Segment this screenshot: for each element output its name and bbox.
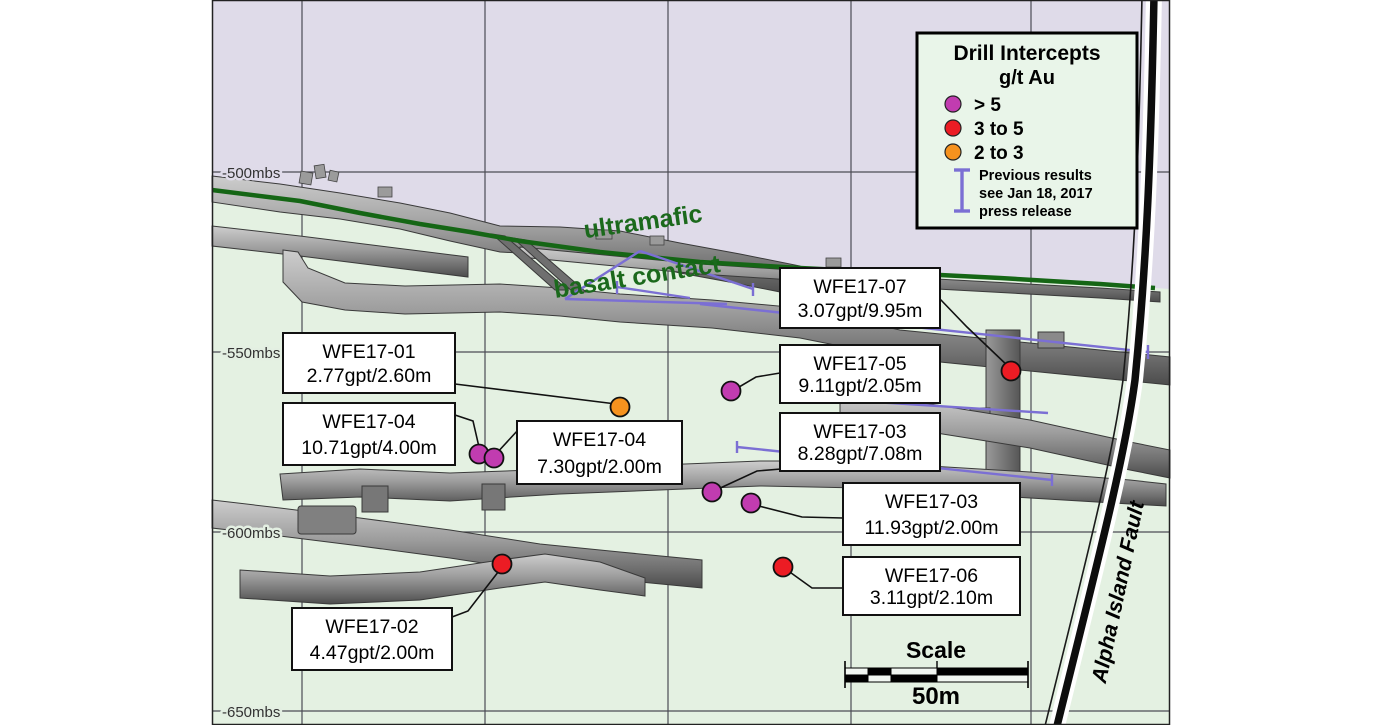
intercept-dot <box>772 556 794 578</box>
legend-dot-3to5-icon <box>944 119 962 137</box>
elevation-label: -550mbs <box>222 345 280 362</box>
previous-drill-trace <box>639 249 754 291</box>
elevation-label: -600mbs <box>222 525 280 542</box>
intercept-label-box <box>842 482 1021 546</box>
intercept-label-box <box>516 420 683 485</box>
legend-subtitle: g/t Au <box>999 67 1055 89</box>
intercept-grade: 3.11gpt/2.10m <box>870 587 993 609</box>
intercept-dot <box>1000 360 1022 382</box>
elevation-labels: -500mbs -550mbs -600mbs -650mbs <box>220 163 283 724</box>
intercept-label-box <box>779 412 941 472</box>
legend-item-2to3: 2 to 3 <box>974 143 1024 164</box>
alpha-island-fault <box>1044 0 1162 725</box>
intercept-grade: 4.47gpt/2.00m <box>310 642 435 664</box>
intercept-grade: 10.71gpt/4.00m <box>301 437 437 459</box>
previous-drill-trace <box>564 249 641 301</box>
intercept-label: WFE17-063.11gpt/2.10m <box>842 556 1021 616</box>
intercept-label: WFE17-04 10.71gpt/4.00m <box>282 402 456 466</box>
lower-drift-b <box>239 553 646 605</box>
intercept-hole-id: WFE17-01 <box>322 341 415 363</box>
intercept-label-box <box>282 402 456 466</box>
legend-dot-2to3-icon <box>944 143 962 161</box>
legend-item-gt5: > 5 <box>974 95 1001 116</box>
legend-dot-gt5-icon <box>944 95 962 113</box>
intercept-hole-id: WFE17-04 <box>322 411 415 433</box>
legend-previous-line1: Previous results <box>979 168 1092 184</box>
intercept-grade: 9.11gpt/2.05m <box>798 375 921 397</box>
loop-upper-drift <box>211 225 469 278</box>
fault-line <box>1053 0 1158 725</box>
intercept-label: WFE17-038.28gpt/7.08m <box>779 412 941 472</box>
intercept-dot <box>483 447 505 469</box>
legend-title: Drill Intercepts <box>953 42 1100 65</box>
intercept-label: WFE17-02 4.47gpt/2.00m <box>291 607 453 671</box>
intercept-label-box <box>291 607 453 671</box>
intercept-dot <box>491 553 513 575</box>
leader-line <box>754 504 844 519</box>
intercept-grade: 7.30gpt/2.00m <box>537 456 662 478</box>
previous-results-icon <box>954 168 970 213</box>
intercept-hole-id: WFE17-04 <box>553 429 646 451</box>
intercept-dot <box>720 380 742 402</box>
scale-title: Scale <box>906 637 966 663</box>
leader-line <box>454 414 480 448</box>
scale-bar: Scale 50m <box>844 637 1029 710</box>
leader-line <box>454 383 617 405</box>
fault-hanging-wall-line <box>1044 0 1143 725</box>
leader-line <box>939 298 1011 369</box>
scale-length: 50m <box>912 683 960 710</box>
basalt-contact-line <box>211 187 1156 291</box>
intercept-label: WFE17-059.11gpt/2.05m <box>779 344 941 404</box>
intercept-label-box <box>282 332 456 394</box>
intercept-dot <box>740 492 762 514</box>
legend: Drill Intercepts g/t Au > 5 3 to 5 2 to … <box>915 31 1139 230</box>
leader-line <box>733 372 781 391</box>
drift-block <box>361 485 389 513</box>
drift-rubble <box>298 163 842 268</box>
leader-line <box>715 468 782 491</box>
leader-line <box>451 566 503 618</box>
legend-item-3to5: 3 to 5 <box>974 119 1024 140</box>
leader-lines <box>451 298 1011 618</box>
intercept-label-box <box>779 344 941 404</box>
previous-drill-trace <box>616 285 691 300</box>
intercept-hole-id: WFE17-02 <box>325 616 418 638</box>
intercept-label-box <box>779 267 941 329</box>
intercept-label-box <box>842 556 1021 616</box>
intercept-hole-id: WFE17-03 <box>885 491 978 513</box>
intercept-dot <box>609 396 631 418</box>
elevation-label: -650mbs <box>222 704 280 721</box>
intercept-label: WFE17-03 11.93gpt/2.00m <box>842 482 1021 546</box>
intercept-hole-id: WFE17-07 <box>813 276 906 298</box>
drift-block <box>481 483 506 511</box>
intercept-dot <box>701 481 723 503</box>
intercept-label: WFE17-073.07gpt/9.95m <box>779 267 941 329</box>
intercept-grade: 2.77gpt/2.60m <box>307 365 432 387</box>
intercept-label: WFE17-04 7.30gpt/2.00m <box>516 420 683 485</box>
intercept-grade: 11.93gpt/2.00m <box>864 517 998 539</box>
intercept-hole-id: WFE17-05 <box>813 353 906 375</box>
elevation-label: -500mbs <box>222 165 280 182</box>
previous-drill-trace <box>564 297 728 306</box>
intercept-grade: 8.28gpt/7.08m <box>798 443 923 465</box>
legend-previous-line2: see Jan 18, 2017 <box>979 186 1093 202</box>
intercept-dots <box>468 360 1022 578</box>
intercept-grade: 3.07gpt/9.95m <box>798 300 923 322</box>
leader-line <box>786 569 843 589</box>
intercept-hole-id: WFE17-03 <box>813 421 906 443</box>
drift-block <box>297 505 357 535</box>
legend-previous-line3: press release <box>979 204 1072 220</box>
intercept-label: WFE17-012.77gpt/2.60m <box>282 332 456 394</box>
scale-bar-graphic <box>844 661 1029 688</box>
intercept-hole-id: WFE17-06 <box>885 565 978 587</box>
